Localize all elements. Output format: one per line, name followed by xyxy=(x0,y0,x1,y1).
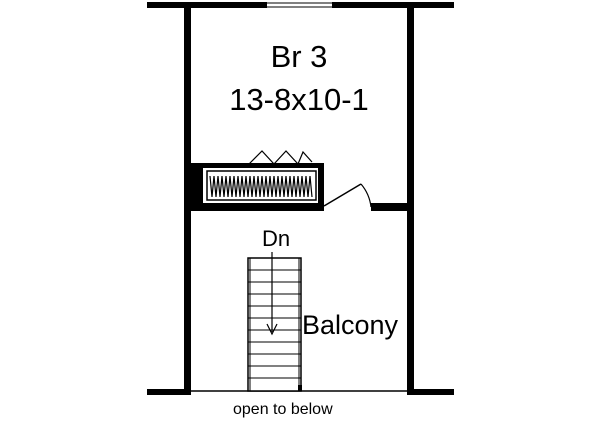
bottom-wall xyxy=(147,389,454,395)
stair-treads xyxy=(248,269,301,379)
staircase xyxy=(247,252,302,392)
stair-direction-label: Dn xyxy=(262,226,291,251)
stair-post xyxy=(298,385,302,391)
room-dimensions-label: 13-8x10-1 xyxy=(229,82,369,117)
door-swing xyxy=(323,183,372,208)
clothes-rod-hangers xyxy=(209,175,313,198)
left-wall xyxy=(184,2,191,393)
balcony-label: Balcony xyxy=(302,310,399,340)
room-name-label: Br 3 xyxy=(270,39,328,74)
right-wall xyxy=(407,2,414,393)
stair-direction-arrow xyxy=(266,252,278,336)
bifold-doors xyxy=(248,150,313,166)
top-exterior-wall xyxy=(147,2,454,8)
partition-wall xyxy=(191,203,407,211)
window xyxy=(267,2,332,8)
open-to-below-label: open to below xyxy=(233,401,333,418)
closet xyxy=(189,150,324,209)
